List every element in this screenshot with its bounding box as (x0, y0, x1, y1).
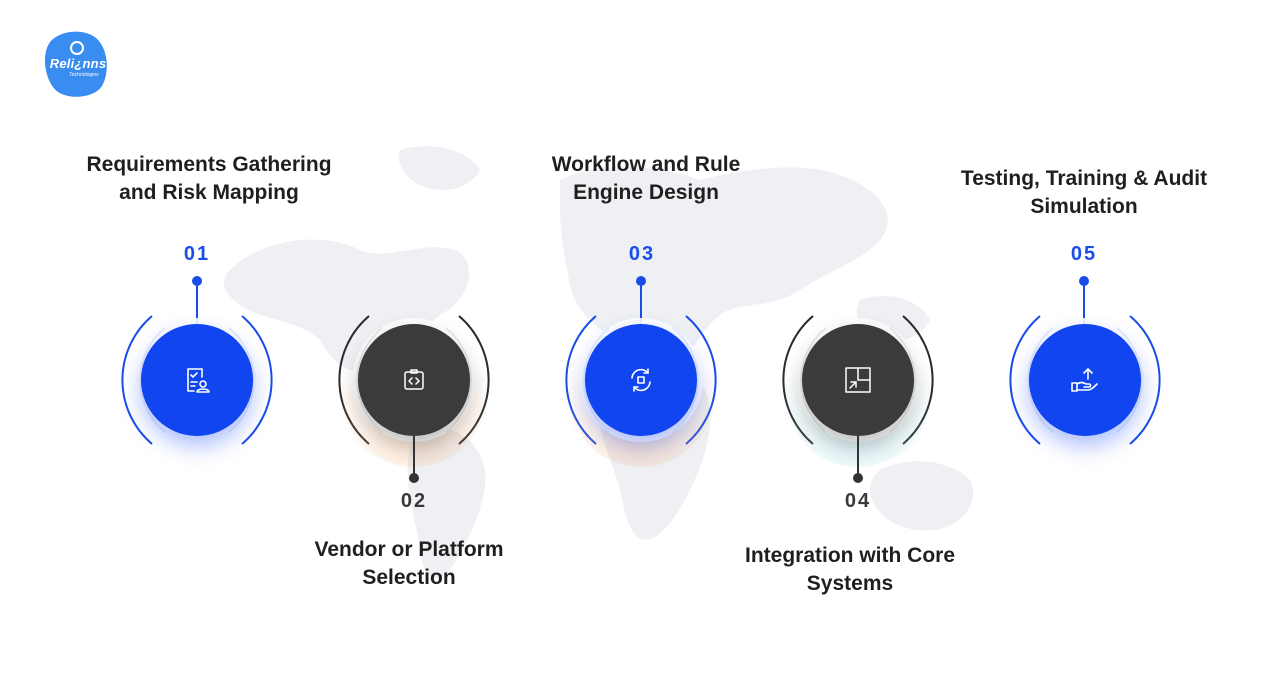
step-4-connector-line (857, 436, 859, 474)
step-5-disc (1029, 324, 1141, 436)
step-5-title: Testing, Training & Audit Simulation (934, 165, 1234, 221)
logo-subtext: Technologies (69, 72, 99, 78)
step-3-connector-line (640, 284, 642, 324)
step-2-title-line2: Selection (362, 566, 456, 589)
step-1-connector-dot (192, 276, 202, 286)
step-1-node[interactable] (97, 280, 297, 480)
step-1-title-line2: and Risk Mapping (119, 181, 299, 204)
step-2-title: Vendor or Platform Selection (259, 536, 559, 592)
step-4-node[interactable] (758, 280, 958, 480)
integration-arrow-icon (845, 367, 871, 393)
step-3-disc (585, 324, 697, 436)
step-5-connector-line (1083, 284, 1085, 324)
step-2-number: 02 (400, 490, 428, 512)
step-2-connector-dot (409, 473, 419, 483)
step-4-title-line2: Systems (806, 572, 894, 595)
logo-blob-icon (44, 31, 107, 97)
step-3-title-line2: Engine Design (573, 181, 719, 204)
cycle-arrows-icon (631, 368, 651, 392)
step-5-rings (1009, 315, 1161, 445)
step-3-rings (565, 315, 717, 445)
step-3-number: 03 (628, 243, 656, 265)
step-3-title-line1: Workflow and Rule (551, 153, 741, 176)
step-5-number: 05 (1070, 243, 1098, 265)
step-3-title: Workflow and Rule Engine Design (496, 151, 796, 207)
checklist-user-icon (187, 368, 210, 393)
step-5-title-line2: Simulation (1030, 195, 1138, 218)
code-clipboard-icon (404, 369, 424, 390)
step-2-connector-line (413, 436, 415, 474)
logo-wordmark: Reli¿nns (49, 56, 107, 71)
step-1-number: 01 (183, 243, 211, 265)
step-4-title-line1: Integration with Core (745, 544, 955, 567)
step-1-disc (141, 324, 253, 436)
step-4-number: 04 (844, 490, 872, 512)
step-2-title-line1: Vendor or Platform (314, 538, 504, 561)
step-4-disc (802, 324, 914, 436)
step-2-disc (358, 324, 470, 436)
hand-upload-icon (1071, 368, 1098, 392)
step-1-rings (121, 315, 273, 445)
step-4-connector-dot (853, 473, 863, 483)
step-4-title: Integration with Core Systems (700, 542, 1000, 598)
step-3-connector-dot (636, 276, 646, 286)
reliinns-logo[interactable]: Reli¿nns Technologies (40, 28, 112, 100)
step-3-node[interactable] (541, 280, 741, 480)
step-1-title: Requirements Gathering and Risk Mapping (59, 151, 359, 207)
step-5-node[interactable] (985, 280, 1185, 480)
step-1-connector-line (196, 284, 198, 324)
step-5-connector-dot (1079, 276, 1089, 286)
step-5-title-line1: Testing, Training & Audit (960, 167, 1208, 190)
step-2-rings (338, 315, 490, 445)
step-4-rings (782, 315, 934, 445)
step-1-title-line1: Requirements Gathering (86, 153, 332, 176)
